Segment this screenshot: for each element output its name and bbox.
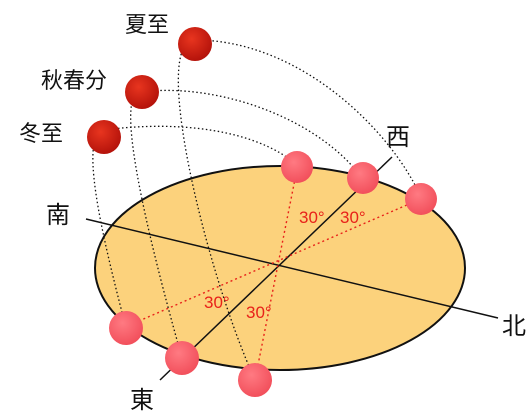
- south-label: 南: [46, 201, 70, 229]
- winter-sun-direction-line: [124, 197, 424, 328]
- winter-sunrise-sun: [109, 311, 143, 345]
- angle-label-upper-right: 30°: [340, 208, 366, 227]
- east-west-axis: [159, 156, 393, 381]
- equinox-noon-sun: [125, 75, 159, 109]
- angle-label-lower-left: 30°: [204, 293, 230, 312]
- angle-label-upper-left: 30°: [299, 208, 325, 227]
- equinox-sunrise-sun: [165, 341, 199, 375]
- summer-sunrise-sun: [238, 363, 272, 397]
- winter-noon-sun: [87, 120, 121, 154]
- summer-sunset-sun: [405, 183, 437, 215]
- winter-sunset-sun: [281, 151, 313, 183]
- summer-solstice-label: 夏至: [125, 13, 169, 38]
- angle-label-lower-right: 30°: [246, 303, 272, 322]
- equinox-sunset-sun: [347, 162, 379, 194]
- summer-sun-direction-line: [254, 163, 299, 381]
- south-north-axis: [85, 218, 499, 319]
- equinox-path: [130, 89, 362, 359]
- horizon-plane: [94, 165, 466, 371]
- winter-solstice-path: [92, 125, 296, 329]
- north-label: 北: [502, 312, 526, 340]
- west-label: 西: [386, 123, 410, 151]
- summer-noon-sun: [178, 27, 212, 61]
- east-label: 東: [130, 386, 154, 414]
- winter-solstice-label: 冬至: [19, 122, 63, 147]
- equinox-label: 秋春分: [41, 69, 107, 94]
